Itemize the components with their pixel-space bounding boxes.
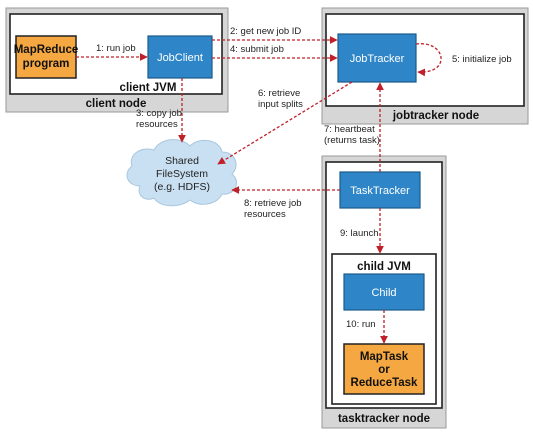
edge-label-copy-job-line1: 3: copy job [136, 108, 182, 119]
jobtracker-box: JobTracker [337, 33, 417, 83]
edge-label-launch: 9: launch [340, 228, 379, 239]
edge-label-initialize-job: 5: initialize job [452, 54, 512, 65]
arrow-retrieve-input-splits [217, 81, 353, 165]
shared-fs-line1: Shared [165, 155, 199, 167]
mapreduce-program-box: MapReduce program [14, 35, 79, 79]
edge-label-run-job: 1: run job [96, 43, 136, 54]
maptask-line3: ReduceTask [351, 377, 419, 389]
edge-label-submit-job: 4: submit job [230, 44, 284, 55]
client-node-label: client node [86, 98, 147, 110]
edge-label-run: 10: run [346, 319, 376, 330]
edge-label-retrieve-splits-line1: 6: retrieve [258, 88, 300, 99]
maptask-line1: MapTask [360, 351, 409, 363]
edge-label-get-new-job-id: 2: get new job ID [230, 26, 301, 37]
edge-label-retrieve-job-line1: 8: retrieve job [244, 198, 302, 209]
tasktracker-box: TaskTracker [339, 171, 421, 209]
edge-label-copy-job-line2: resources [136, 119, 178, 130]
tasktracker-node-label: tasktracker node [338, 413, 430, 425]
mapreduce-program-line2: program [23, 58, 70, 70]
maptask-box: MapTask or ReduceTask [343, 343, 425, 395]
child-label: Child [371, 287, 396, 299]
shared-filesystem-cloud: Shared FileSystem (e.g. HDFS) [126, 139, 237, 207]
mapreduce-program-line1: MapReduce [14, 44, 79, 56]
shared-fs-line3: (e.g. HDFS) [154, 181, 210, 193]
edge-label-retrieve-job-line2: resources [244, 209, 286, 220]
edge-label-retrieve-splits-line2: input splits [258, 99, 303, 110]
child-jvm-label: child JVM [357, 261, 411, 273]
edge-label-heartbeat-line1: 7: heartbeat [324, 124, 375, 135]
jobclient-label: JobClient [157, 52, 203, 64]
shared-fs-line2: FileSystem [156, 168, 208, 180]
jobclient-box: JobClient [147, 35, 213, 79]
tasktracker-label: TaskTracker [350, 185, 410, 197]
client-jvm-label: client JVM [120, 82, 177, 94]
maptask-line2: or [378, 364, 390, 376]
edge-label-heartbeat-line2: (returns task) [324, 135, 380, 146]
jobtracker-label: JobTracker [350, 53, 405, 65]
jobtracker-node-label: jobtracker node [392, 110, 479, 122]
child-box: Child [343, 273, 425, 311]
arrow-initialize-job [415, 43, 442, 77]
